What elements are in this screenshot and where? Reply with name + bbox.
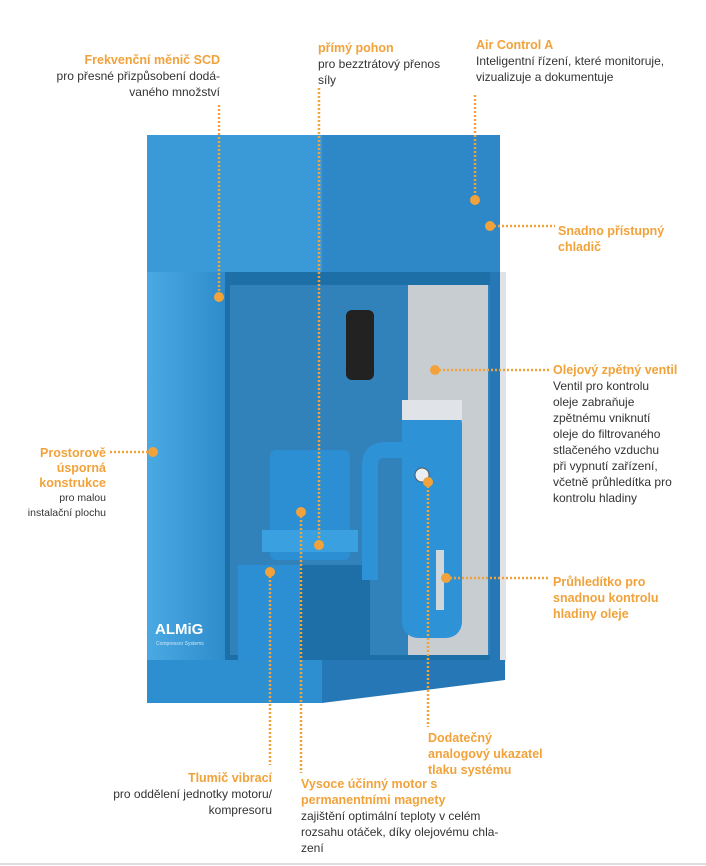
callout-pm-motor: Vysoce účinný motor s permanentními magn… <box>301 777 499 855</box>
motor-flange <box>262 530 358 552</box>
frame-side <box>500 272 506 662</box>
almig-tagline: Compressor Systems <box>156 641 204 647</box>
callout-cooler: Snadno přístupný chladič <box>558 224 665 254</box>
sight-glass <box>436 550 444 610</box>
tank-lid <box>402 400 462 420</box>
callout-oil-check-valve: Olejový zpětný ventil Ventil pro kontrol… <box>553 363 678 505</box>
compressor-block <box>300 565 370 660</box>
callout-frequency-converter: Frekvenční měnič SCD pro přesné přizpůso… <box>56 53 220 99</box>
base-side <box>322 660 505 703</box>
top-panel-front <box>147 135 322 272</box>
callout-sight-glass: Průhledítko pro snadnou kontrolu hladiny… <box>553 575 659 621</box>
leader-lines <box>110 88 555 773</box>
callout-air-control: Air Control A Inteligentní řízení, které… <box>476 38 665 84</box>
callout-pressure-gauge: Dodatečný analogový ukazatel tlaku systé… <box>428 731 543 777</box>
frame-edge <box>490 272 500 662</box>
valve <box>346 310 374 380</box>
base-front <box>147 660 322 703</box>
top-panel-side <box>322 135 500 272</box>
almig-logo: ALMiG <box>155 621 203 638</box>
callout-dots <box>148 195 495 583</box>
side-panel <box>147 272 225 662</box>
callout-vibration-damper: Tlumič vibrací pro oddělení jednotky mot… <box>113 771 272 817</box>
divider <box>0 863 706 865</box>
pipe <box>362 442 430 580</box>
